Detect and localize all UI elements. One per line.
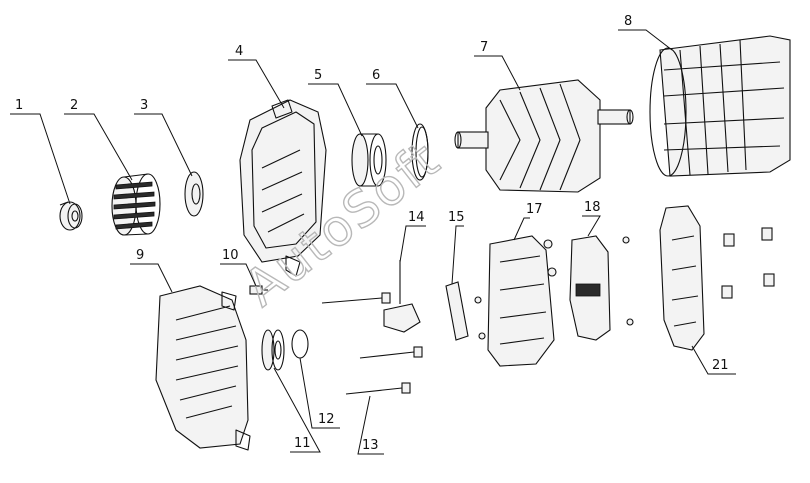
- part-5-bearing: [351, 133, 387, 187]
- callout-labels: 1 2 3 4 5 6 7 8 9 10 11 12 13 14 15 17 1…: [15, 14, 729, 453]
- part-15-gasket: [445, 281, 469, 341]
- callout-14: 14: [408, 210, 425, 225]
- part-7-rotor: [454, 79, 634, 193]
- callout-6: 6: [372, 68, 380, 83]
- part-3-washer: [184, 171, 204, 217]
- leader-lines: [10, 29, 736, 455]
- callout-2: 2: [70, 98, 78, 113]
- part-10-screw: [249, 285, 268, 295]
- callout-7: 7: [480, 40, 488, 55]
- part-9-slip-ring-end-housing: [155, 285, 251, 451]
- callout-13: 13: [362, 438, 379, 453]
- callout-12: 12: [318, 412, 335, 427]
- part-14-cover: [383, 260, 421, 333]
- callout-1: 1: [15, 98, 23, 113]
- callout-17: 17: [526, 202, 543, 217]
- callout-11: 11: [294, 436, 311, 451]
- part-18-regulator: [569, 235, 634, 341]
- part-13-through-bolts: [321, 292, 423, 395]
- callout-18: 18: [584, 200, 601, 215]
- callout-3: 3: [140, 98, 148, 113]
- part-4-drive-end-housing: [239, 99, 327, 277]
- callout-8: 8: [624, 14, 632, 29]
- part-8-stator: [649, 35, 791, 177]
- callout-5: 5: [314, 68, 322, 83]
- part-11-bearing: [261, 329, 285, 371]
- callout-21: 21: [712, 358, 729, 373]
- part-6-retaining-ring: [411, 123, 429, 181]
- part-2-pulley: [111, 173, 161, 236]
- callout-9: 9: [136, 248, 144, 263]
- callout-15: 15: [448, 210, 465, 225]
- part-12-washer: [291, 329, 309, 359]
- part-17-rectifier: [474, 235, 557, 367]
- callout-10: 10: [222, 248, 239, 263]
- part-1-pulley-nut: [59, 201, 83, 231]
- callout-4: 4: [235, 44, 243, 59]
- part-21-rear-cover: [659, 205, 775, 351]
